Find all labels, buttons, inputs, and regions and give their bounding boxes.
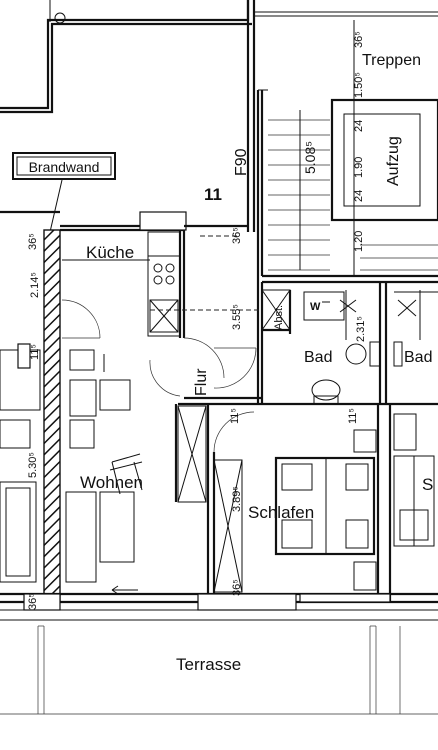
upper-left-structure <box>0 0 252 114</box>
aufzug-label: Aufzug <box>385 136 402 186</box>
brandwand-text: Brandwand <box>29 159 100 175</box>
w-label: W <box>310 301 321 313</box>
kueche-label: Küche <box>86 243 134 262</box>
f90-label: F90 <box>233 148 250 176</box>
dim-3-55-5: 3.55⁵ <box>231 304 243 330</box>
bedroom-bed <box>274 429 377 591</box>
dim-11-5-flur: 11⁵ <box>229 408 241 424</box>
bedroom-right-furniture <box>393 413 435 547</box>
abst-label: Abst. <box>273 305 285 330</box>
dim-1-20: 1.20 <box>353 231 365 252</box>
unit-walls <box>0 210 438 611</box>
kitchen-counter <box>62 231 181 337</box>
dim-5-08-5: 5.08⁵ <box>302 141 318 174</box>
wardrobes <box>177 405 243 593</box>
dim-1-50-5: 1.50⁵ <box>353 72 365 98</box>
dim-36-5-far-left: 36⁵ <box>27 593 39 610</box>
bath-left-fixtures: W <box>303 290 381 405</box>
unit-number: 11 <box>204 185 222 204</box>
door-swings <box>61 299 257 453</box>
elevator-shaft <box>330 98 438 222</box>
flur-label: Flur <box>193 368 210 396</box>
dim-3-89-5: 3.89⁵ <box>231 486 243 512</box>
wohnen-label: Wohnen <box>80 473 143 492</box>
dim-36-5-kitchen: 36⁵ <box>27 233 39 250</box>
dim-2-31-5: 2.31⁵ <box>355 316 367 342</box>
dim-2-14-5: 2.14⁵ <box>29 272 41 298</box>
brandwand-label: Brandwand <box>12 152 116 233</box>
stair-treads <box>268 110 438 271</box>
treppen-label: Treppen <box>362 52 421 69</box>
dim-36-5-bottom-mid: 36⁵ <box>231 579 243 596</box>
dim-11-5-left: 11⁵ <box>29 344 41 360</box>
terrasse-label: Terrasse <box>176 655 241 674</box>
dim-1-90: 1.90 <box>353 157 365 178</box>
schlafen-label: Schlafen <box>248 503 314 522</box>
bath-right-fixtures <box>393 290 438 367</box>
terrace <box>0 619 438 715</box>
dim-24: 24 <box>353 120 365 132</box>
living-furniture <box>0 343 143 595</box>
schlafen-right-label: S <box>422 475 433 494</box>
stair-core: Treppen Aufzug 36⁵ 1.50⁵ 24 1.90 24 1.20… <box>246 0 438 284</box>
bad-left-label: Bad <box>304 349 332 366</box>
dim-11-5-bad: 11⁵ <box>347 408 359 424</box>
dim-36-5-top: 36⁵ <box>353 31 365 48</box>
bad-right-label: Bad <box>404 349 432 366</box>
dim-5-30-5: 5.30⁵ <box>27 452 39 478</box>
abst-closet: Abst. <box>261 289 291 331</box>
dim-24b: 24 <box>353 190 365 202</box>
